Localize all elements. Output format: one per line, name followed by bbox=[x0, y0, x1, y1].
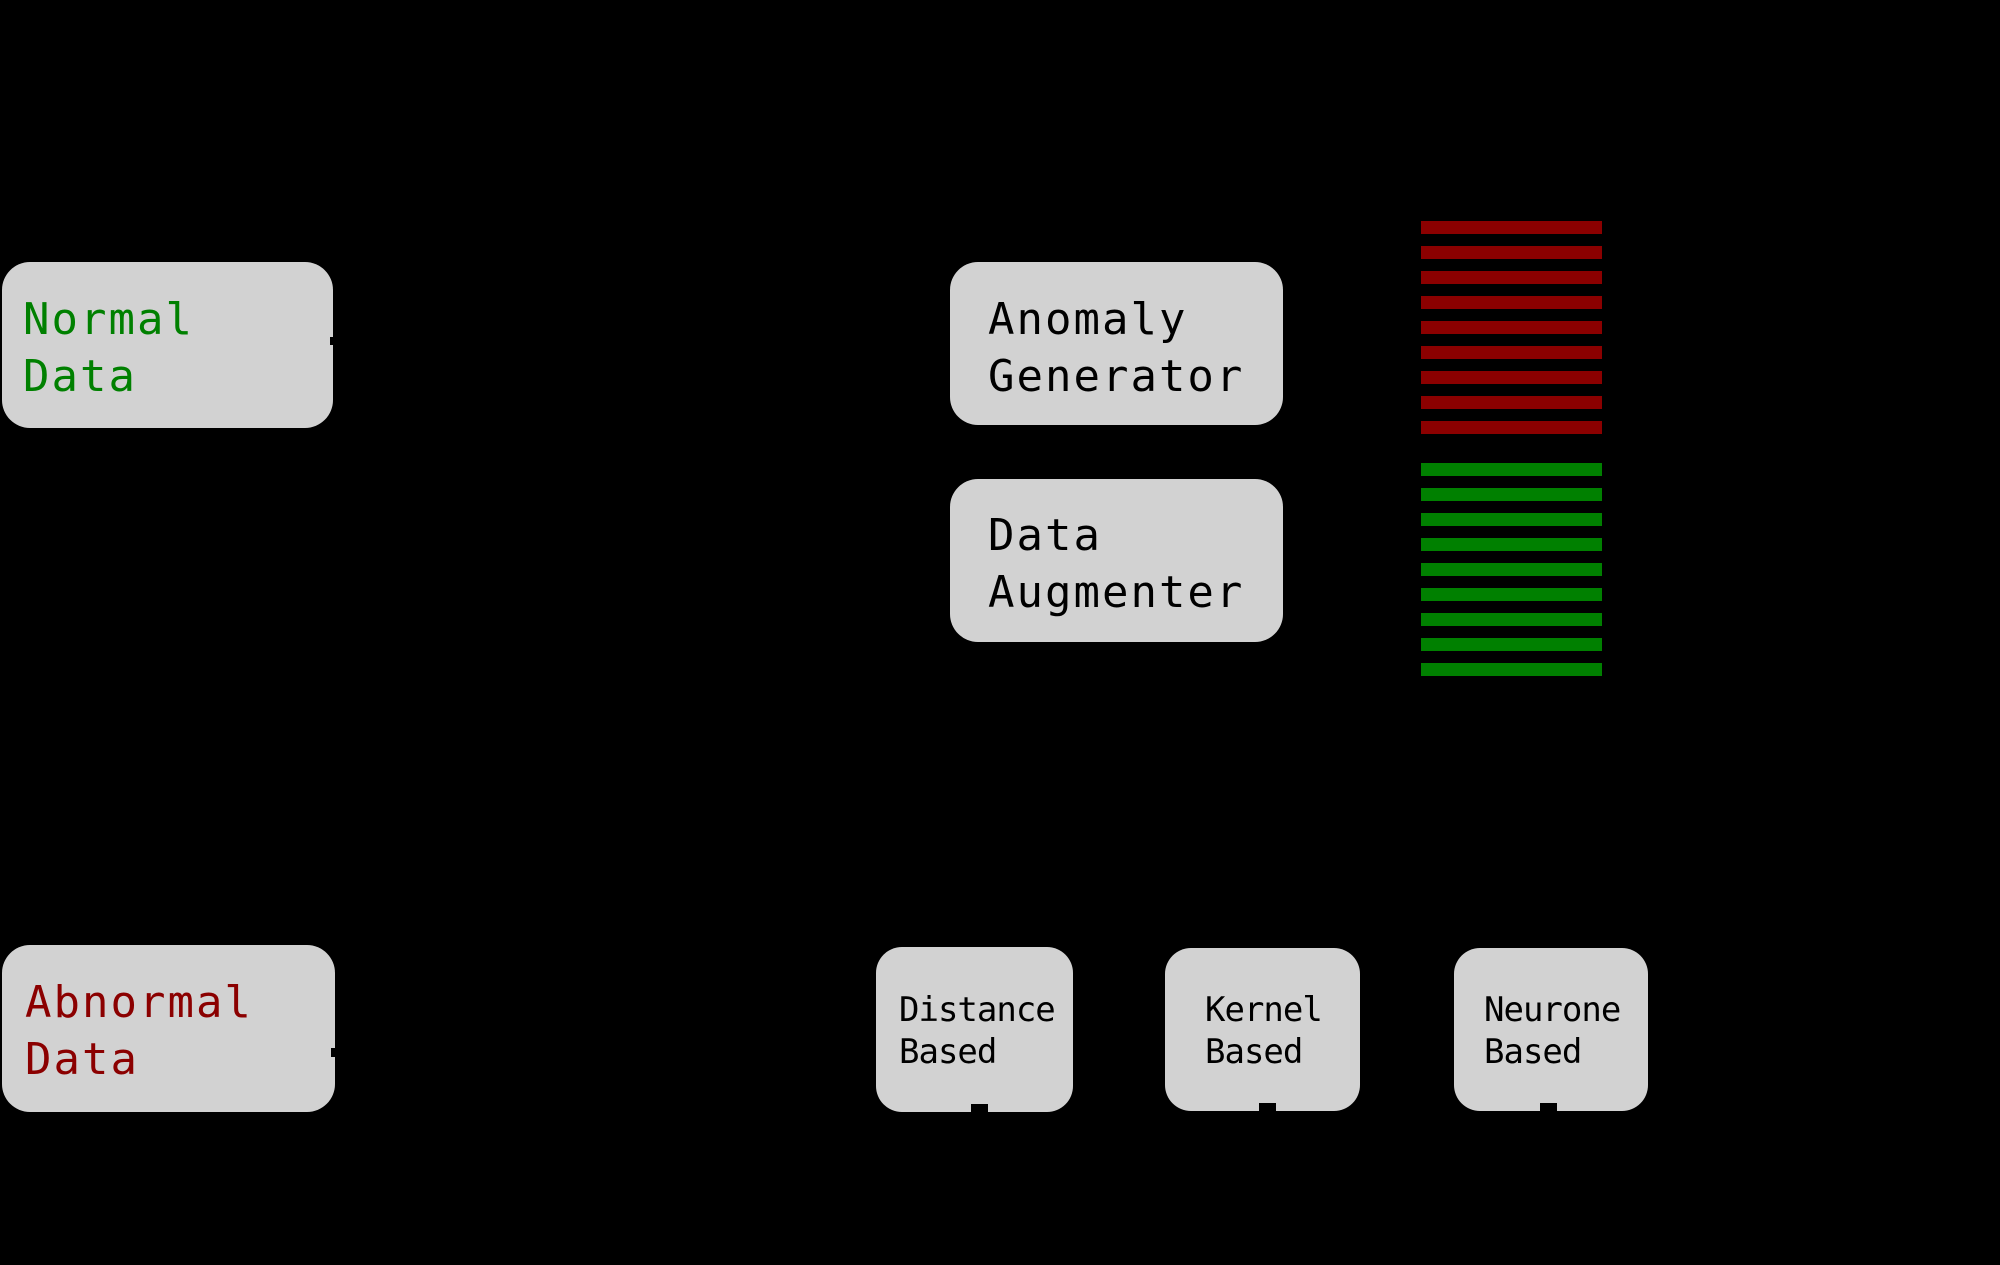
red-stripe bbox=[1421, 371, 1602, 384]
data-augmenter-node: Data Augmenter bbox=[950, 479, 1283, 642]
neurone-based-label: Neurone Based bbox=[1484, 990, 1621, 1072]
normal-data-node: Normal Data bbox=[2, 262, 333, 428]
red-stripe bbox=[1421, 321, 1602, 334]
arrow-stub-distance-bottom bbox=[971, 1104, 988, 1114]
arrow-stub-normal-right bbox=[330, 337, 336, 345]
distance-based-label: Distance Based bbox=[899, 990, 1056, 1072]
red-stripe bbox=[1421, 296, 1602, 309]
red-stripe-stack bbox=[1421, 221, 1602, 434]
red-stripe bbox=[1421, 246, 1602, 259]
arrow-stub-kernel-bottom bbox=[1259, 1103, 1276, 1113]
red-stripe bbox=[1421, 421, 1602, 434]
distance-based-node: Distance Based bbox=[876, 947, 1073, 1112]
green-stripe bbox=[1421, 488, 1602, 501]
green-stripe bbox=[1421, 513, 1602, 526]
green-stripe bbox=[1421, 463, 1602, 476]
green-stripe bbox=[1421, 588, 1602, 601]
abnormal-data-label: Abnormal Data bbox=[25, 977, 253, 1085]
kernel-based-node: Kernel Based bbox=[1165, 948, 1360, 1111]
green-stripe-stack bbox=[1421, 463, 1602, 676]
green-stripe bbox=[1421, 563, 1602, 576]
data-augmenter-label: Data Augmenter bbox=[988, 510, 1245, 618]
red-stripe bbox=[1421, 271, 1602, 284]
anomaly-generator-label: Anomaly Generator bbox=[988, 294, 1245, 402]
green-stripe bbox=[1421, 613, 1602, 626]
anomaly-generator-node: Anomaly Generator bbox=[950, 262, 1283, 425]
green-stripe bbox=[1421, 538, 1602, 551]
kernel-based-label: Kernel Based bbox=[1205, 990, 1323, 1072]
arrow-stub-neurone-bottom bbox=[1540, 1103, 1557, 1113]
arrow-stub-abnormal-right bbox=[331, 1048, 337, 1057]
green-stripe bbox=[1421, 663, 1602, 676]
red-stripe bbox=[1421, 346, 1602, 359]
abnormal-data-node: Abnormal Data bbox=[2, 945, 335, 1112]
red-stripe bbox=[1421, 221, 1602, 234]
normal-data-label: Normal Data bbox=[23, 294, 194, 402]
red-stripe bbox=[1421, 396, 1602, 409]
green-stripe bbox=[1421, 638, 1602, 651]
neurone-based-node: Neurone Based bbox=[1454, 948, 1648, 1111]
